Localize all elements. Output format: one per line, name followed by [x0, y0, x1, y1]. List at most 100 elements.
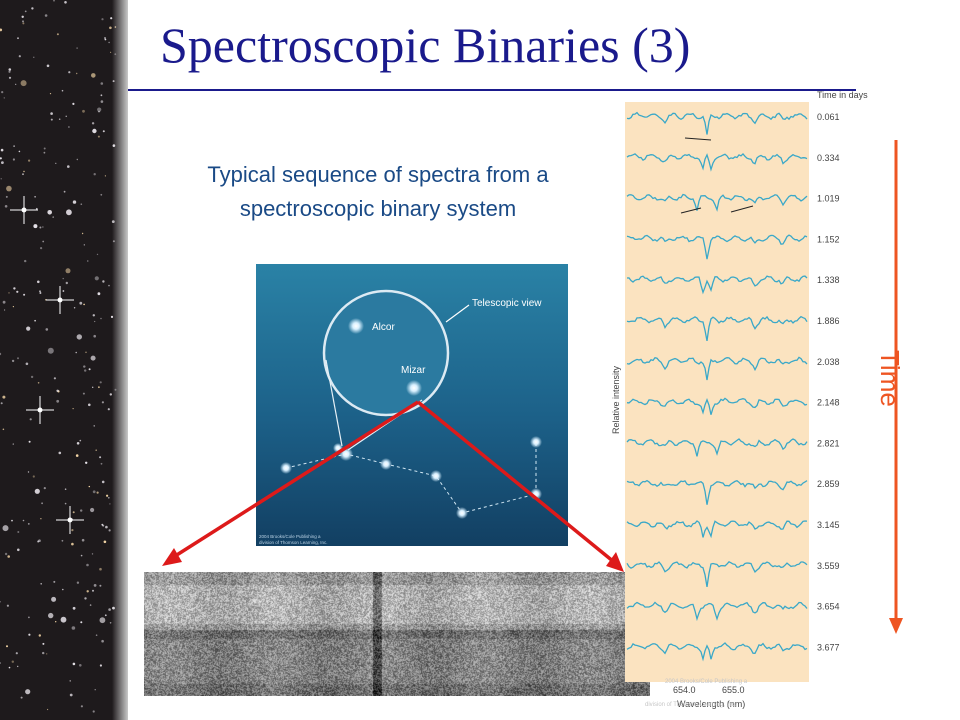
star	[71, 529, 74, 532]
star	[103, 540, 107, 544]
star	[109, 503, 111, 505]
big-dipper-telescope-figure: Alcor Mizar Telescopic view 2004 Brooks/…	[256, 264, 568, 546]
star-field-image	[0, 0, 117, 713]
star	[50, 118, 53, 121]
star	[33, 224, 38, 229]
star	[42, 240, 45, 243]
time-value-label: 2.148	[817, 398, 840, 408]
star	[39, 292, 42, 294]
spectrum-line	[626, 275, 808, 295]
star	[8, 292, 10, 294]
time-value-label: 3.654	[817, 602, 840, 612]
star	[41, 502, 43, 505]
star	[105, 525, 108, 529]
photographic-spectrum-strip	[144, 572, 650, 696]
star	[32, 475, 35, 478]
star	[280, 462, 292, 474]
star	[6, 185, 12, 192]
star	[17, 531, 20, 533]
star	[94, 276, 99, 281]
star	[18, 55, 21, 58]
star	[1, 161, 4, 165]
star	[99, 584, 102, 587]
star	[28, 159, 31, 162]
star	[64, 502, 67, 505]
star	[109, 622, 112, 624]
spectra-credit-line-1: 2004 Brooks/Cole Publishing a	[665, 679, 748, 685]
star	[456, 507, 468, 519]
spectra-plot-area	[625, 102, 809, 682]
alcor-label: Alcor	[372, 322, 395, 333]
star	[56, 33, 59, 36]
star	[45, 328, 49, 331]
star	[38, 634, 41, 637]
slide-title: Spectroscopic Binaries (3)	[160, 17, 691, 73]
star	[76, 72, 78, 75]
star	[8, 666, 11, 669]
star	[96, 491, 99, 494]
star	[37, 280, 40, 284]
star	[104, 175, 106, 177]
starfield-background	[0, 0, 128, 720]
star	[22, 173, 24, 176]
star	[22, 519, 25, 522]
star	[80, 554, 83, 557]
spectrum-line	[626, 520, 808, 539]
star	[76, 581, 80, 584]
star	[89, 604, 92, 606]
star	[13, 287, 16, 290]
star	[76, 334, 83, 340]
star	[28, 440, 31, 443]
star	[20, 696, 23, 699]
star	[104, 37, 106, 39]
x-tick-655: 655.0	[722, 685, 745, 695]
star	[85, 461, 88, 464]
star	[22, 22, 25, 25]
star	[81, 538, 85, 542]
star	[79, 439, 82, 442]
star	[80, 203, 83, 205]
star	[47, 347, 54, 354]
star	[15, 83, 17, 85]
star	[79, 301, 83, 305]
star	[15, 652, 18, 655]
star	[35, 207, 38, 210]
star	[72, 511, 75, 514]
time-value-label: 3.145	[817, 520, 840, 530]
star	[101, 639, 104, 643]
star	[80, 621, 83, 624]
spectrum-strip-image	[144, 572, 650, 696]
star	[62, 290, 65, 292]
figure-credit-line-1: 2004 Brooks/Cole Publishing a	[259, 534, 321, 539]
star	[27, 471, 30, 473]
star	[58, 118, 61, 120]
spectrum-line	[626, 234, 808, 260]
star	[69, 693, 73, 697]
star	[17, 548, 20, 552]
star	[92, 710, 95, 713]
star	[71, 626, 76, 630]
star	[23, 293, 26, 296]
star	[46, 653, 48, 655]
star	[8, 76, 12, 79]
star	[0, 28, 3, 32]
star	[2, 525, 9, 532]
star	[0, 148, 4, 152]
star	[81, 232, 84, 235]
star	[98, 386, 100, 389]
star	[49, 93, 52, 95]
spectrum-line	[626, 397, 808, 415]
star	[100, 100, 104, 103]
star	[84, 369, 87, 372]
time-arrow	[889, 140, 903, 634]
star	[1, 91, 4, 94]
star	[2, 300, 6, 304]
spectra-lines	[626, 111, 808, 662]
spectrum-line	[626, 193, 808, 212]
mizar-label: Mizar	[401, 365, 426, 376]
star	[76, 47, 78, 49]
spectrum-line	[626, 356, 808, 381]
star	[26, 326, 31, 331]
star	[67, 165, 70, 168]
star	[0, 601, 1, 603]
